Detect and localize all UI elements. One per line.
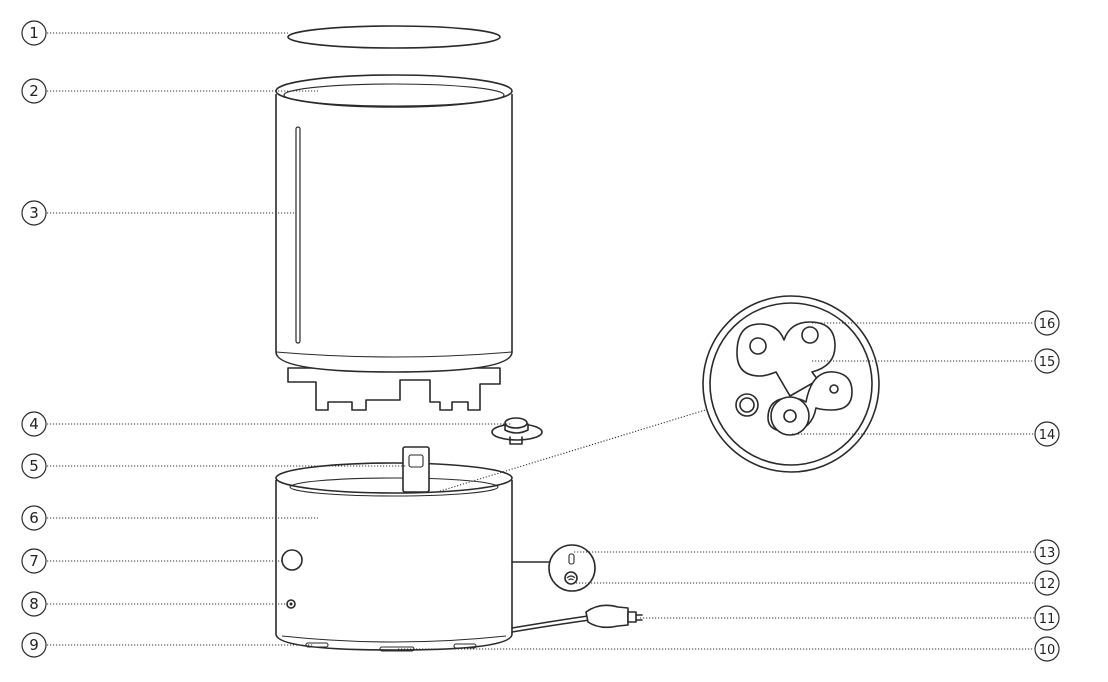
- callout-12: 12: [1034, 570, 1060, 596]
- svg-text:5: 5: [29, 457, 39, 475]
- filter-cover: [287, 25, 501, 49]
- svg-text:3: 3: [29, 204, 39, 222]
- callout-3: 3: [21, 200, 47, 226]
- svg-text:12: 12: [1039, 577, 1056, 592]
- base-top-zoom-inset: [436, 295, 880, 493]
- callout-13: 13: [1034, 539, 1060, 565]
- callout-9: 9: [21, 632, 47, 658]
- callout-10: 10: [1034, 636, 1060, 662]
- callout-16: 16: [1034, 310, 1060, 336]
- callout-7: 7: [21, 548, 47, 574]
- water-tank: [275, 74, 513, 411]
- leader-lines: [47, 32, 1034, 650]
- svg-text:9: 9: [29, 636, 39, 654]
- callout-11: 11: [1034, 605, 1060, 631]
- side-panel-inset: [548, 544, 596, 592]
- base: [275, 446, 643, 652]
- svg-text:14: 14: [1039, 428, 1056, 443]
- callout-15: 15: [1034, 348, 1060, 374]
- svg-text:8: 8: [29, 595, 39, 613]
- svg-text:13: 13: [1039, 546, 1056, 561]
- svg-text:10: 10: [1039, 643, 1056, 658]
- svg-text:1: 1: [29, 24, 39, 42]
- svg-text:4: 4: [29, 415, 39, 433]
- callout-2: 2: [21, 78, 47, 104]
- svg-text:15: 15: [1039, 355, 1056, 370]
- callout-14: 14: [1034, 421, 1060, 447]
- svg-text:2: 2: [29, 82, 39, 100]
- nozzle-mark: [402, 446, 430, 493]
- callout-6: 6: [21, 505, 47, 531]
- svg-text:16: 16: [1039, 317, 1056, 332]
- callout-4: 4: [21, 411, 47, 437]
- svg-text:11: 11: [1039, 612, 1056, 627]
- water-level-window-mark: [295, 126, 301, 344]
- callout-8: 8: [21, 591, 47, 617]
- float-valve: [491, 417, 543, 445]
- callout-1: 1: [21, 20, 47, 46]
- svg-text:7: 7: [29, 552, 39, 570]
- callout-5: 5: [21, 453, 47, 479]
- svg-text:6: 6: [29, 509, 39, 527]
